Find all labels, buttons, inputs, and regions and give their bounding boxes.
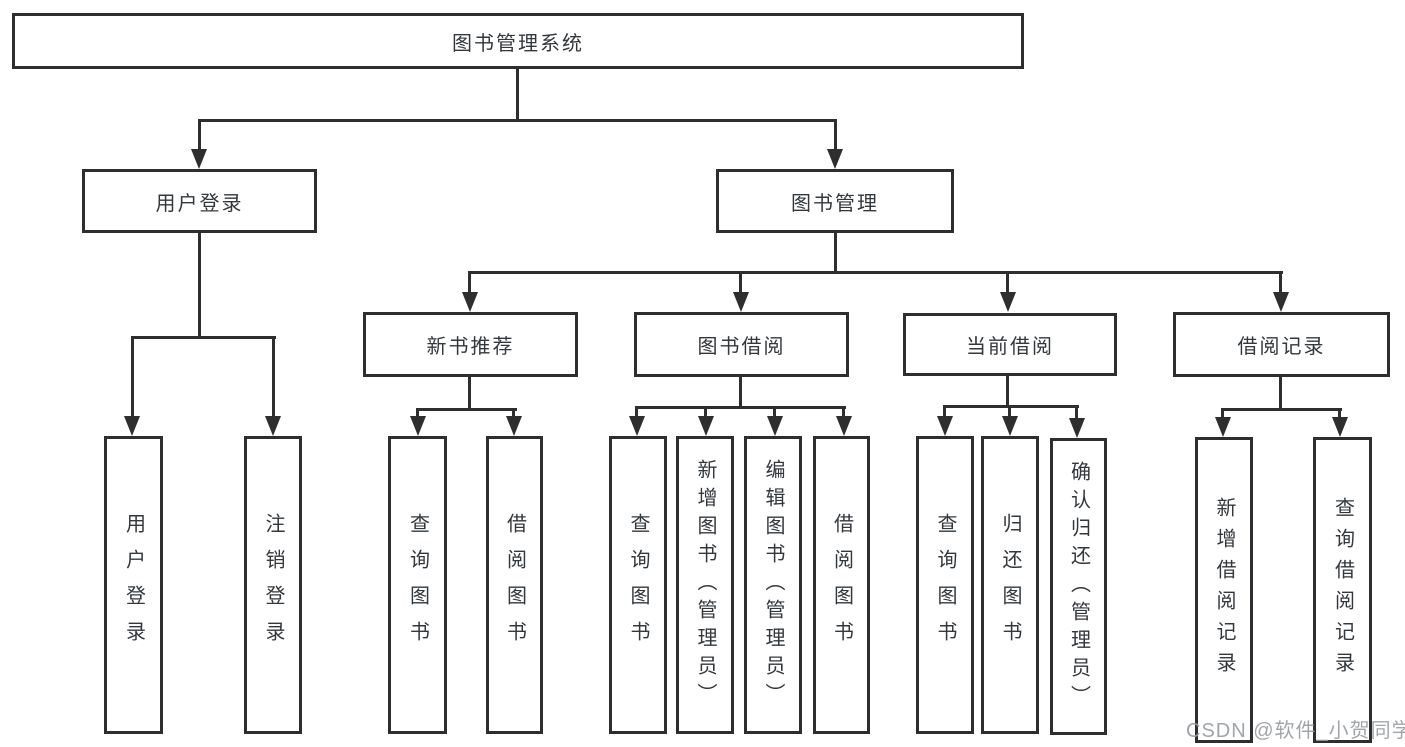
- arrowhead: [836, 416, 852, 436]
- leaf-query-borrow-record-label: 查询借阅记录: [1331, 497, 1354, 683]
- arrowhead: [1069, 418, 1085, 438]
- leaf-return-books-label: 归还图书: [999, 513, 1021, 657]
- connector-line: [468, 271, 471, 294]
- node-book-borrow: 图书借阅: [634, 312, 849, 377]
- arrowhead: [1215, 417, 1231, 437]
- leaf-borrow-books-recommend-label: 借阅图书: [503, 513, 526, 657]
- leaf-user-login: 用户登录: [104, 436, 163, 734]
- leaf-query-books-borrow: 查询图书: [609, 436, 667, 734]
- node-book-management: 图书管理: [716, 169, 954, 233]
- leaf-borrow-books-recommend: 借阅图书: [486, 436, 543, 734]
- arrowhead: [767, 416, 783, 436]
- connector-line: [1075, 405, 1078, 418]
- leaf-add-books-admin: 新增图书（管理员）: [676, 436, 734, 734]
- leaf-add-borrow-record-label: 新增借阅记录: [1213, 497, 1235, 683]
- arrowhead: [124, 416, 140, 436]
- node-book-management-label: 图书管理: [791, 192, 879, 215]
- connector-line: [1338, 408, 1341, 420]
- connector-line: [842, 406, 845, 418]
- connector-line: [416, 408, 517, 411]
- connector-line: [1006, 376, 1009, 408]
- connector-line: [1221, 408, 1342, 411]
- connector-line: [198, 119, 201, 151]
- connector-line: [773, 406, 776, 418]
- arrowhead: [937, 416, 953, 436]
- leaf-confirm-return-admin-label: 确认归还（管理员）: [1067, 460, 1090, 713]
- arrowhead: [1002, 416, 1018, 436]
- leaf-borrow-books-label: 借阅图书: [830, 513, 853, 657]
- node-book-borrow-label: 图书借阅: [697, 336, 786, 358]
- connector-line: [1279, 271, 1282, 294]
- leaf-add-borrow-record: 新增借阅记录: [1195, 437, 1253, 743]
- arrowhead: [1000, 292, 1016, 312]
- leaf-query-books-borrow-label: 查询图书: [627, 513, 649, 657]
- arrowhead: [265, 416, 281, 436]
- connector-line: [468, 377, 471, 411]
- leaf-user-login-label: 用户登录: [122, 513, 145, 657]
- connector-line: [943, 405, 1079, 408]
- arrowhead: [827, 149, 843, 169]
- leaf-query-books-recommend-label: 查询图书: [406, 513, 429, 657]
- csdn-watermark: CSDN @软件_小贺同学: [1186, 720, 1405, 742]
- connector-line: [635, 406, 638, 418]
- leaf-query-borrow-record: 查询借阅记录: [1313, 437, 1372, 743]
- connector-line: [198, 119, 837, 122]
- arrowhead: [506, 416, 522, 436]
- leaf-query-books-current: 查询图书: [916, 436, 974, 734]
- leaf-borrow-books: 借阅图书: [813, 436, 870, 734]
- connector-line: [635, 406, 846, 409]
- leaf-return-books: 归还图书: [981, 436, 1039, 734]
- arrowhead: [698, 416, 714, 436]
- leaf-confirm-return-admin: 确认归还（管理员）: [1050, 438, 1107, 735]
- node-user-login: 用户登录: [82, 169, 317, 233]
- node-new-book-recommend: 新书推荐: [363, 312, 578, 377]
- arrowhead: [629, 416, 645, 436]
- arrowhead: [462, 292, 478, 312]
- root-node-label: 图书管理系统: [452, 32, 584, 55]
- leaf-edit-books-admin: 编辑图书（管理员）: [744, 436, 802, 734]
- arrowhead: [191, 149, 207, 169]
- node-borrow-records-label: 借阅记录: [1237, 336, 1326, 358]
- leaf-add-books-admin-label: 新增图书（管理员）: [694, 459, 716, 711]
- connector-line: [739, 377, 742, 409]
- connector-line: [272, 336, 275, 418]
- node-borrow-records: 借阅记录: [1173, 312, 1390, 377]
- connector-line: [1006, 271, 1009, 294]
- root-node-library-system: 图书管理系统: [12, 13, 1024, 69]
- connector-line: [131, 336, 134, 418]
- leaf-logout: 注销登录: [244, 436, 302, 734]
- leaf-query-books-current-label: 查询图书: [934, 513, 956, 657]
- connector-line: [416, 408, 419, 420]
- connector-line: [943, 405, 946, 418]
- node-user-login-label: 用户登录: [155, 192, 244, 215]
- arrowhead: [733, 292, 749, 312]
- arrowhead: [410, 416, 426, 436]
- connector-line: [516, 69, 519, 121]
- connector-line: [198, 233, 201, 339]
- connector-line: [131, 336, 276, 339]
- arrowhead: [1332, 417, 1348, 437]
- connector-line: [1279, 377, 1282, 411]
- connector-line: [1221, 408, 1224, 420]
- leaf-edit-books-admin-label: 编辑图书（管理员）: [762, 459, 784, 711]
- connector-line: [512, 408, 515, 420]
- node-current-borrow-label: 当前借阅: [966, 336, 1054, 358]
- node-new-book-recommend-label: 新书推荐: [426, 336, 515, 358]
- leaf-query-books-recommend: 查询图书: [388, 436, 447, 734]
- connector-line: [739, 271, 742, 294]
- connector-line: [1008, 405, 1011, 418]
- connector-line: [468, 271, 1283, 274]
- connector-line: [834, 119, 837, 151]
- arrowhead: [1273, 292, 1289, 312]
- connector-line: [704, 406, 707, 418]
- node-current-borrow: 当前借阅: [903, 313, 1117, 376]
- connector-line: [834, 233, 837, 274]
- leaf-logout-label: 注销登录: [262, 513, 284, 657]
